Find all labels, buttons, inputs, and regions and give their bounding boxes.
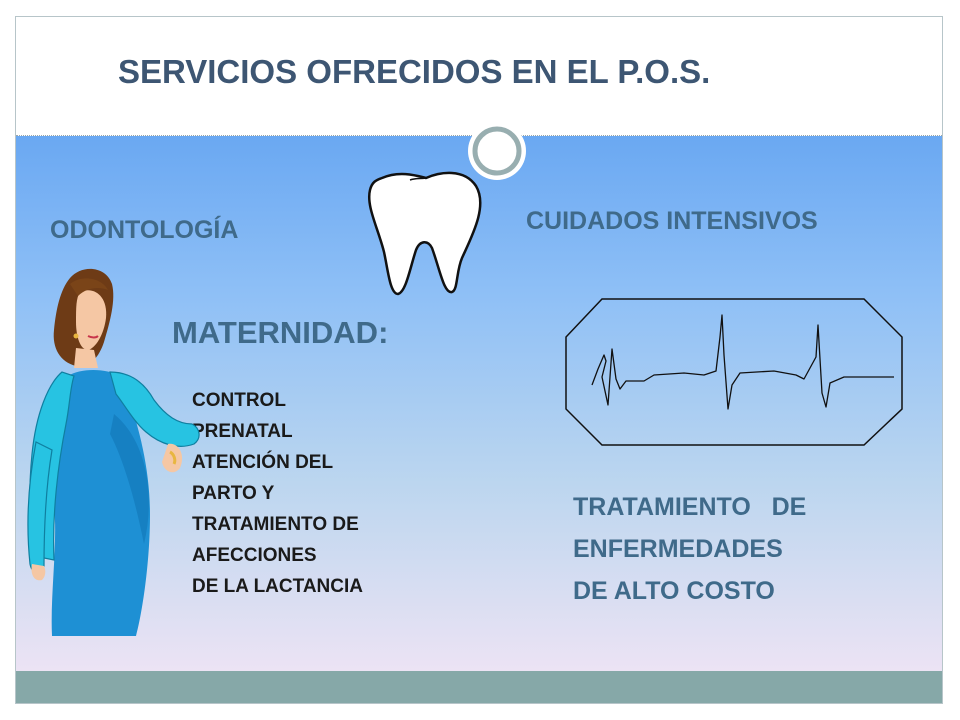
list-item: CONTROL <box>192 390 286 411</box>
odontologia-label: ODONTOLOGÍA <box>50 216 239 244</box>
list-item: DE LA LACTANCIA <box>192 576 363 597</box>
slide: SERVICIOS OFRECIDOS EN EL P.O.S. ODONTOL… <box>15 16 943 704</box>
tratamiento-line: ENFERMEDADES <box>573 535 783 563</box>
circle-ornament-icon <box>468 122 526 180</box>
list-item: AFECCIONES <box>192 545 317 566</box>
list-item: ATENCIÓN DEL <box>192 452 334 473</box>
pregnant-woman-icon <box>27 268 200 636</box>
footer-bar <box>16 671 942 703</box>
tooth-icon <box>367 171 482 296</box>
tratamiento-text: TRATAMIENTO DE ENFERMEDADES DE ALTO COST… <box>573 486 806 612</box>
slide-title: SERVICIOS OFRECIDOS EN EL P.O.S. <box>118 53 711 90</box>
maternidad-label: MATERNIDAD: <box>172 315 389 350</box>
list-item: PRENATAL <box>192 421 293 442</box>
cuidados-intensivos-label: CUIDADOS INTENSIVOS <box>526 207 818 235</box>
maternidad-list: CONTROL PRENATAL ATENCIÓN DEL PARTO Y TR… <box>192 385 363 602</box>
ecg-monitor-icon <box>565 298 903 446</box>
content-background <box>16 136 942 671</box>
list-item: TRATAMIENTO DE <box>192 514 359 535</box>
tratamiento-line: DE ALTO COSTO <box>573 577 775 605</box>
list-item: PARTO Y <box>192 483 275 504</box>
tratamiento-line: TRATAMIENTO DE <box>573 493 807 521</box>
